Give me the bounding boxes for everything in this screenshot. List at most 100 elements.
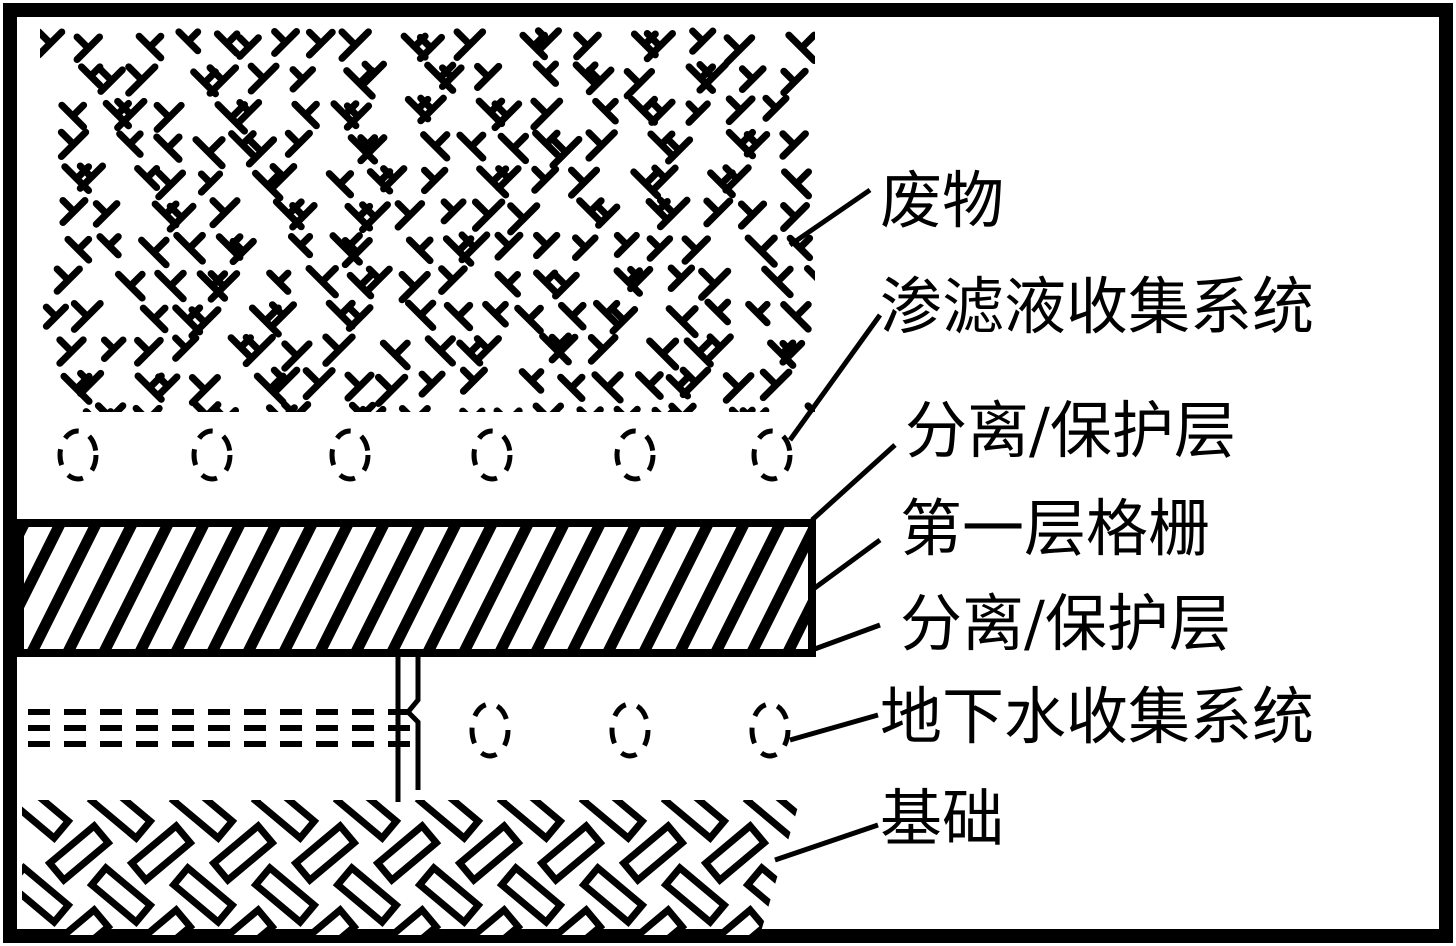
waste-mark (154, 269, 187, 303)
waste-mark (100, 336, 127, 363)
foundation-block (618, 821, 688, 885)
leader-sep-top (810, 443, 897, 522)
waste-mark (59, 197, 89, 227)
waste-mark (125, 63, 159, 97)
grid-hatch-line (242, 525, 318, 650)
foundation-block (208, 905, 278, 935)
waste-mark (761, 265, 794, 299)
groundwater-pipe-circle (469, 701, 511, 759)
waste-mark (114, 97, 148, 132)
foundation-block (44, 905, 114, 935)
foundation-block (372, 821, 442, 885)
waste-mark (557, 301, 587, 331)
foundation-block (86, 863, 156, 927)
waste-mark (417, 94, 447, 125)
waste-mark (302, 367, 336, 401)
foundation-block (290, 821, 360, 885)
foundation-layer (22, 800, 800, 935)
waste-mark (514, 304, 544, 335)
label-first-grid: 第一层格栅 (900, 492, 1210, 565)
waste-mark (762, 94, 790, 122)
foundation-block (250, 863, 320, 927)
waste-mark (531, 165, 560, 194)
foundation-block (44, 821, 114, 885)
waste-mark (380, 165, 408, 193)
waste-mark (474, 62, 503, 92)
waste-mark (665, 305, 699, 339)
waste-mark (613, 405, 641, 412)
groundwater-pipes (469, 701, 791, 759)
leader-sep-bottom (811, 622, 881, 653)
waste-mark (213, 30, 241, 57)
waste-mark (630, 168, 662, 200)
waste-mark (245, 136, 278, 168)
leader-lines (774, 187, 897, 863)
grid-hatch-line (530, 525, 606, 650)
waste-mark (494, 271, 521, 298)
waste-mark (418, 370, 446, 398)
waste-mark (737, 200, 768, 230)
waste-mark (325, 170, 355, 199)
waste-mark (722, 164, 752, 194)
waste-mark (627, 265, 654, 293)
waste-mark (420, 166, 449, 195)
waste-mark (229, 237, 257, 266)
leader-foundation (774, 822, 879, 863)
waste-mark (271, 28, 301, 57)
waste-mark (135, 32, 165, 62)
grid-hatch-line (458, 525, 534, 650)
waste-mark (576, 406, 604, 412)
foundation-block (454, 821, 524, 885)
leader-leachate (787, 313, 883, 442)
waste-mark (64, 235, 93, 264)
waste-mark (532, 402, 565, 412)
waste-mark (398, 270, 431, 304)
waste-mark (132, 404, 163, 412)
waste-mark (738, 65, 767, 94)
waste-mark (459, 366, 488, 395)
waste-mark (322, 333, 356, 367)
waste-mark (289, 66, 317, 93)
waste-mark (270, 366, 301, 397)
waste-mark (722, 372, 755, 404)
grid-layer-hatch (24, 525, 810, 650)
waste-mark (207, 270, 241, 303)
waste-mark (759, 368, 793, 402)
leachate-pipes (57, 428, 793, 482)
waste-mark (689, 27, 717, 55)
waste-mark (685, 100, 711, 126)
waste-mark (533, 231, 561, 260)
groundwater-pipe (28, 709, 410, 747)
foundation-block (700, 905, 770, 935)
waste-mark (623, 67, 656, 100)
waste-mark (343, 102, 373, 131)
foundation-block (168, 800, 238, 843)
grid-hatch-line (98, 525, 174, 650)
waste-mark (440, 198, 467, 225)
foundation-block (290, 905, 360, 935)
waste-mark (284, 129, 313, 158)
waste-mark (56, 336, 87, 367)
waste-mark (743, 130, 771, 158)
waste-mark (703, 197, 734, 228)
waste-mark (497, 132, 530, 165)
waste-mark (568, 166, 601, 199)
grid-hatch-line (494, 525, 570, 650)
grid-hatch-line (746, 525, 810, 650)
grid-hatch-line (62, 525, 138, 650)
waste-mark (175, 28, 202, 55)
waste-mark (357, 134, 388, 165)
waste-mark (456, 131, 487, 162)
waste-mark (780, 168, 813, 200)
grid-hatch-line (134, 525, 210, 650)
foundation-block (22, 863, 74, 927)
waste-mark (780, 301, 812, 333)
waste-mark (656, 196, 691, 231)
waste-mark (706, 333, 734, 361)
waste-mark (557, 373, 586, 403)
waste-mark (116, 130, 144, 158)
grid-hatch-line (26, 525, 102, 650)
waste-mark (134, 336, 164, 367)
grid-hatch-line (422, 525, 498, 650)
waste-mark (573, 31, 602, 61)
